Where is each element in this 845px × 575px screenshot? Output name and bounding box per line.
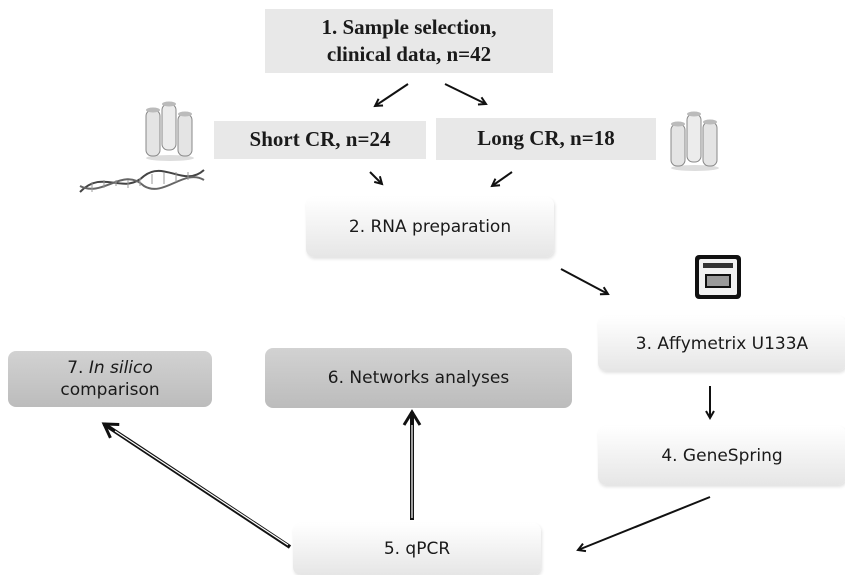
arrow-1-to-short — [375, 83, 409, 106]
long-cr-box: Long CR, n=18 — [436, 118, 656, 160]
step-1-sample-selection-box: 1. Sample selection, clinical data, n=42 — [265, 9, 553, 73]
step-1-line-2: clinical data, n=42 — [326, 42, 492, 66]
step-6-networks-analyses-box: 6. Networks analyses — [265, 348, 572, 408]
step-7-italic: In silico — [88, 357, 153, 378]
step-1-line-1: 1. Sample selection, — [321, 14, 497, 39]
step-2-label: 2. RNA preparation — [348, 217, 512, 237]
arrow-short-to-2 — [369, 171, 382, 184]
step-7-suffix: comparison — [60, 380, 160, 400]
step-4-genespring-box: 4. GeneSpring — [598, 426, 845, 485]
arrow-2-to-3 — [560, 268, 608, 294]
step-5-qpcr-box: 5. qPCR — [293, 523, 541, 575]
step-4-label: 4. GeneSpring — [661, 445, 783, 466]
test-tubes-icon — [145, 101, 194, 161]
short-cr-label: Short CR, n=24 — [249, 127, 391, 152]
long-cr-label: Long CR, n=18 — [477, 126, 615, 151]
step-3-affymetrix-box: 3. Affymetrix U133A — [598, 316, 845, 371]
dna-helix-icon — [79, 169, 205, 193]
arrow-1-to-long — [444, 83, 486, 104]
step-7-in-silico-box: 7. In silico comparison — [8, 351, 212, 407]
test-tubes-icon — [670, 111, 719, 171]
short-cr-box: Short CR, n=24 — [214, 121, 426, 159]
step-6-label: 6. Networks analyses — [327, 368, 510, 388]
step-2-rna-preparation-box: 2. RNA preparation — [306, 197, 554, 257]
arrow-long-to-2 — [492, 171, 513, 186]
arrow-4-to-5 — [578, 496, 711, 550]
step-3-label: 3. Affymetrix U133A — [635, 333, 809, 354]
microarray-chip-icon — [695, 255, 741, 299]
arrow-5-to-7-inner — [114, 430, 289, 546]
step-7-prefix: 7. — [67, 357, 89, 378]
step-7-line-1: 7. In silico — [60, 357, 159, 379]
step-5-label: 5. qPCR — [383, 539, 451, 559]
